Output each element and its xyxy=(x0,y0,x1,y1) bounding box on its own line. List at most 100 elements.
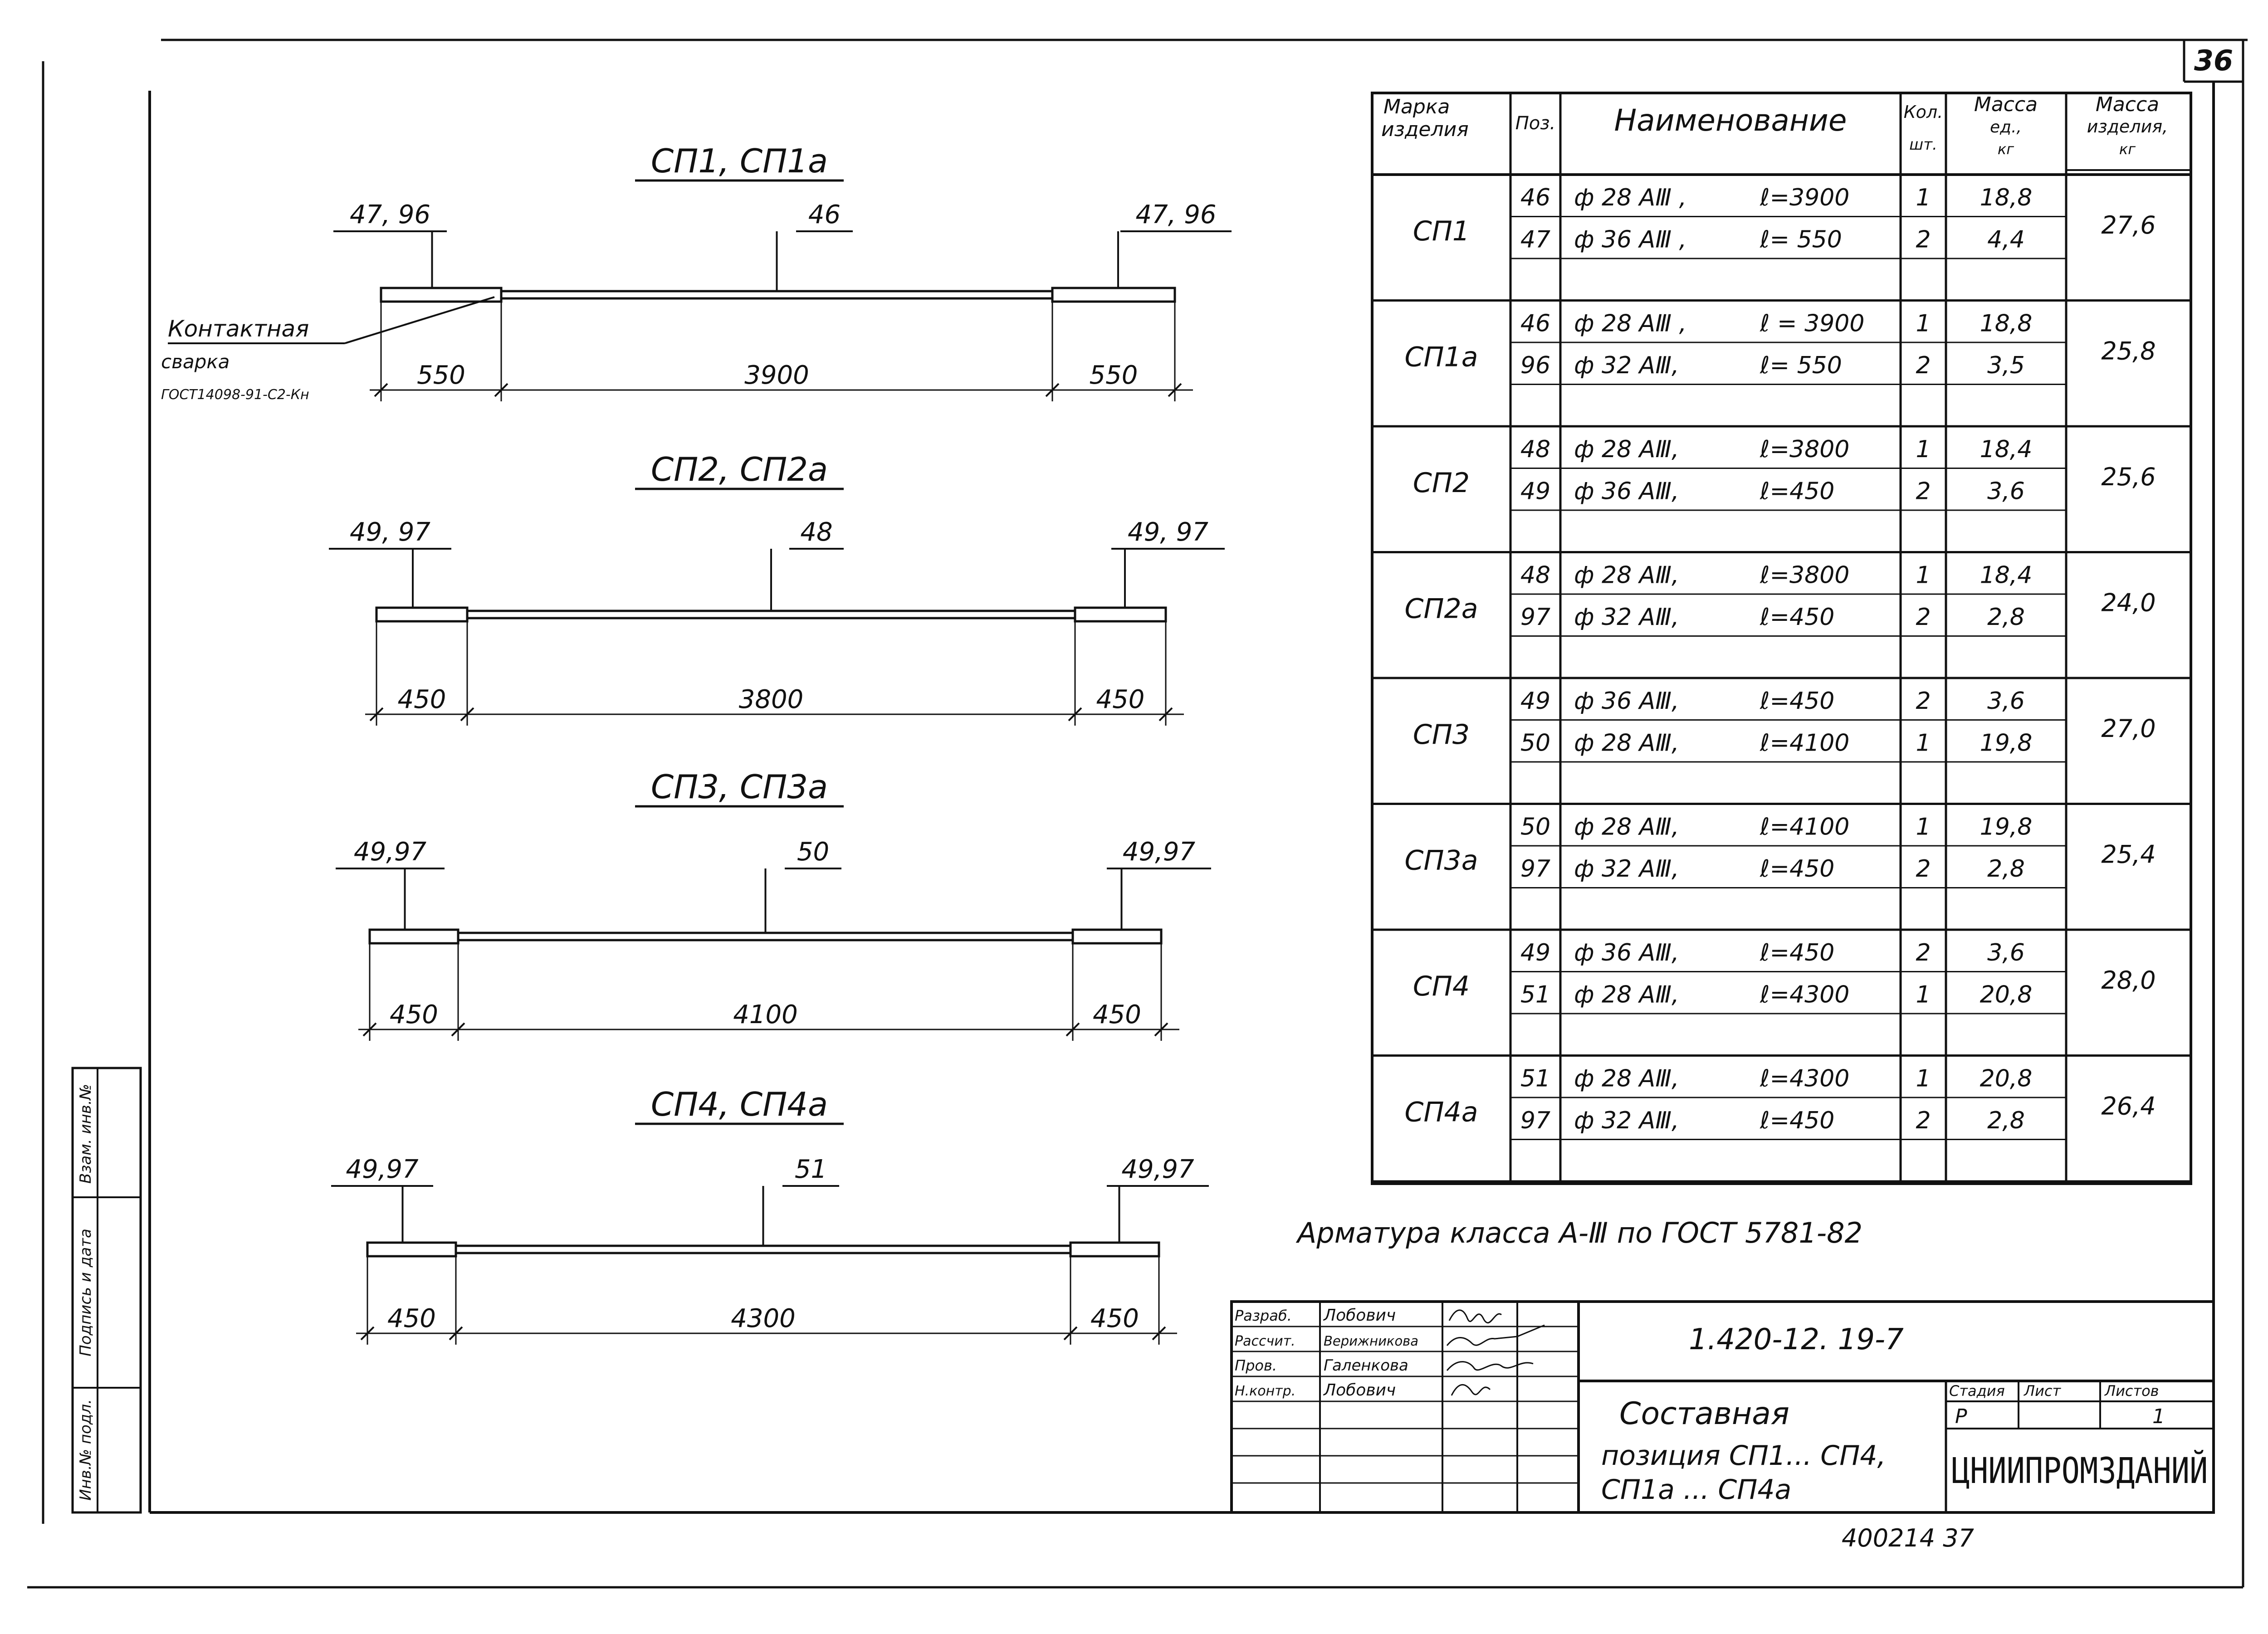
dimension-middle: 3800 xyxy=(739,685,804,714)
dimension-right: 450 xyxy=(1096,685,1145,714)
row-qty: 2 xyxy=(1916,478,1931,505)
row-unit-mass: 18,8 xyxy=(1980,184,2033,211)
row-diameter: ф 28 АⅢ, xyxy=(1574,730,1679,757)
row-pos: 51 xyxy=(1520,981,1550,1009)
side-stamp: Взам. инв.№ Подпись и дата Инв.№ подл. xyxy=(71,1067,142,1514)
group-mark: СП1 xyxy=(1413,215,1470,247)
sheet-label: Лист xyxy=(2024,1382,2061,1400)
dimension-right: 550 xyxy=(1090,361,1138,390)
drawing-title-line-3: СП1а ... СП4а xyxy=(1601,1474,1791,1506)
title-block: Разраб. Лобович Рассчит. Верижникова Про… xyxy=(1230,1300,2215,1514)
drawing-title-line-1: Составная xyxy=(1619,1396,1789,1432)
row-length: ℓ=450 xyxy=(1760,939,1834,966)
drawing-title: СП3, СП3а xyxy=(651,768,828,806)
row-diameter: ф 32 АⅢ, xyxy=(1574,855,1679,883)
row-unit-mass: 18,4 xyxy=(1980,562,2033,589)
row-unit-mass: 2,8 xyxy=(1987,1107,2025,1134)
row-length: ℓ=3800 xyxy=(1760,436,1849,463)
row-pos: 50 xyxy=(1520,814,1550,841)
row-diameter: ф 32 АⅢ, xyxy=(1574,604,1679,631)
row-qty: 1 xyxy=(1916,814,1931,841)
dimension-tick xyxy=(460,707,474,722)
row-unit-mass: 19,8 xyxy=(1980,814,2033,841)
group-mass: 27,6 xyxy=(2101,211,2156,239)
header-mark-2: изделия xyxy=(1381,118,1469,141)
row-pos: 49 xyxy=(1520,939,1550,966)
row-qty: 1 xyxy=(1916,562,1931,589)
signature-3 xyxy=(1446,1361,1534,1371)
dimension-right: 450 xyxy=(1090,1304,1139,1333)
header-item-mass-1: Масса xyxy=(2096,93,2159,116)
dimension-tick xyxy=(1063,1326,1078,1341)
name-calculated: Верижникова xyxy=(1324,1333,1418,1349)
stage-label: Стадия xyxy=(1949,1382,2005,1400)
dimension-left: 450 xyxy=(390,1000,438,1029)
group-mass: 25,4 xyxy=(2101,840,2156,869)
table-row: 46 ф 28 АⅢ , ℓ = 3900 1 18,8 xyxy=(1520,310,2032,337)
row-diameter: ф 28 АⅢ, xyxy=(1574,562,1679,589)
header-mark-1: Марка xyxy=(1383,95,1450,118)
drawing-title: СП4, СП4а xyxy=(651,1085,828,1123)
row-length: ℓ=450 xyxy=(1760,604,1834,631)
row-length: ℓ=3800 xyxy=(1760,562,1849,589)
row-diameter: ф 28 АⅢ , xyxy=(1574,310,1686,337)
row-unit-mass: 2,8 xyxy=(1987,855,2025,883)
organization-name: ЦНИИПРОМЗДАНИЙ xyxy=(1952,1450,2208,1492)
dimension-tick xyxy=(1045,383,1060,397)
dimension-tick xyxy=(494,383,508,397)
row-length: ℓ=450 xyxy=(1760,688,1834,715)
group-mark: СП4 xyxy=(1413,971,1470,1002)
row-qty: 1 xyxy=(1916,184,1931,211)
group-mass: 25,6 xyxy=(2101,463,2156,491)
header-unit-mass-2: ед., xyxy=(1990,118,2022,137)
header-item-mass-2: изделия, xyxy=(2087,117,2168,137)
document-code: 1.420-12. 19-7 xyxy=(1689,1323,1904,1356)
row-length: ℓ=4100 xyxy=(1760,814,1849,841)
row-length: ℓ=450 xyxy=(1760,855,1834,883)
row-qty: 1 xyxy=(1916,730,1931,757)
side-stamp-signature-date: Подпись и дата xyxy=(77,1229,95,1356)
row-unit-mass: 18,8 xyxy=(1980,310,2033,337)
dimension-middle: 4300 xyxy=(731,1304,796,1333)
row-pos: 47 xyxy=(1520,226,1550,254)
row-pos: 46 xyxy=(1520,310,1550,337)
group-mass: 28,0 xyxy=(2101,966,2156,995)
row-qty: 1 xyxy=(1916,1065,1931,1093)
row-length: ℓ=4100 xyxy=(1760,730,1849,757)
row-pos: 97 xyxy=(1520,855,1550,883)
main-bar xyxy=(455,1244,1072,1254)
header-name: Наименование xyxy=(1614,103,1847,138)
row-qty: 1 xyxy=(1916,310,1931,337)
dimension-left: 450 xyxy=(387,1304,436,1333)
row-qty: 1 xyxy=(1916,981,1931,1009)
position-label-left: 49,97 xyxy=(346,1155,419,1184)
row-unit-mass: 20,8 xyxy=(1980,981,2033,1009)
side-stamp-replacement: Взам. инв.№ xyxy=(77,1084,95,1184)
stage-value: Р xyxy=(1955,1405,1967,1428)
weld-note-line-1: Контактная xyxy=(168,316,309,342)
weld-note-line-2: сварка xyxy=(161,351,230,373)
row-diameter: ф 28 АⅢ, xyxy=(1574,436,1679,463)
row-unit-mass: 3,6 xyxy=(1987,478,2025,505)
position-label-left: 47, 96 xyxy=(350,200,430,229)
dimension-tick xyxy=(374,383,388,397)
row-length: ℓ = 3900 xyxy=(1760,310,1864,337)
position-label-middle: 46 xyxy=(808,200,841,229)
signature-2 xyxy=(1446,1324,1545,1346)
sheets-value: 1 xyxy=(2152,1405,2165,1428)
row-qty: 2 xyxy=(1916,939,1931,966)
dimension-tick xyxy=(1152,1326,1166,1341)
sheets-label: Листов xyxy=(2104,1382,2159,1400)
position-label-middle: 51 xyxy=(795,1155,827,1184)
